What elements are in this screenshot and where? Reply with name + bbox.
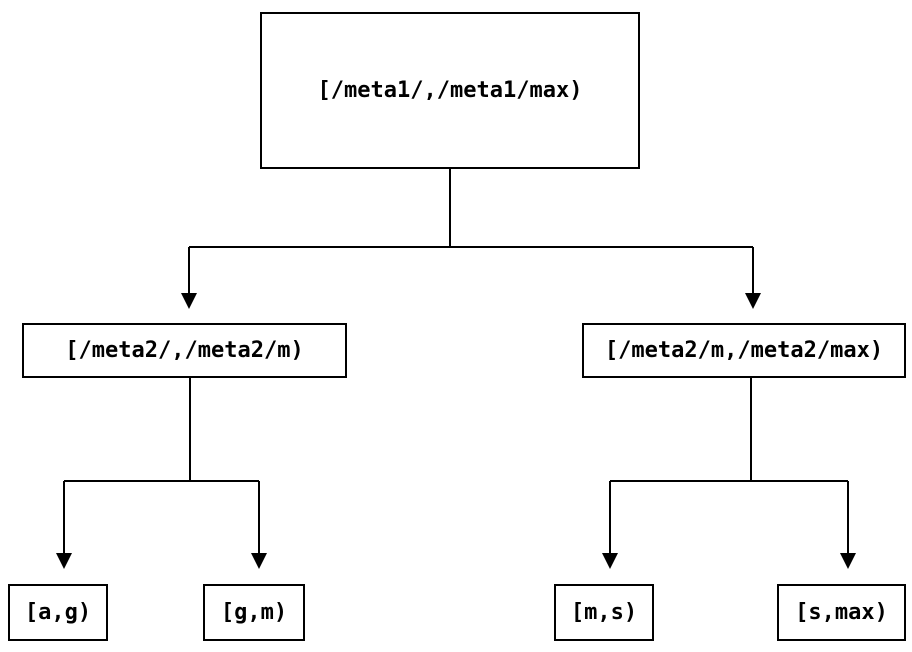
edge-root-to-children xyxy=(188,169,754,294)
node-leaf-m-s: [m,s) xyxy=(554,584,654,641)
edge-right-to-leaves xyxy=(609,378,849,554)
arrowhead-down-icon xyxy=(56,553,72,569)
node-leaf-a-g-label: [a,g) xyxy=(24,600,92,625)
node-right-child-label: [/meta2/m,/meta2/max) xyxy=(604,338,884,363)
node-left-child: [/meta2/,/meta2/m) xyxy=(22,323,347,378)
node-leaf-g-m-label: [g,m) xyxy=(220,600,288,625)
node-root: [/meta1/,/meta1/max) xyxy=(260,12,640,169)
node-leaf-s-max-label: [s,max) xyxy=(795,600,888,625)
arrowhead-down-icon xyxy=(745,293,761,309)
node-leaf-a-g: [a,g) xyxy=(8,584,108,641)
node-right-child: [/meta2/m,/meta2/max) xyxy=(582,323,906,378)
arrowhead-down-icon xyxy=(251,553,267,569)
arrowhead-down-icon xyxy=(181,293,197,309)
node-root-label: [/meta1/,/meta1/max) xyxy=(317,78,583,103)
arrowhead-down-icon xyxy=(602,553,618,569)
node-leaf-m-s-label: [m,s) xyxy=(570,600,638,625)
node-left-child-label: [/meta2/,/meta2/m) xyxy=(65,338,304,363)
node-leaf-g-m: [g,m) xyxy=(203,584,305,641)
edge-left-to-leaves xyxy=(63,378,260,554)
node-leaf-s-max: [s,max) xyxy=(777,584,906,641)
arrowhead-down-icon xyxy=(840,553,856,569)
